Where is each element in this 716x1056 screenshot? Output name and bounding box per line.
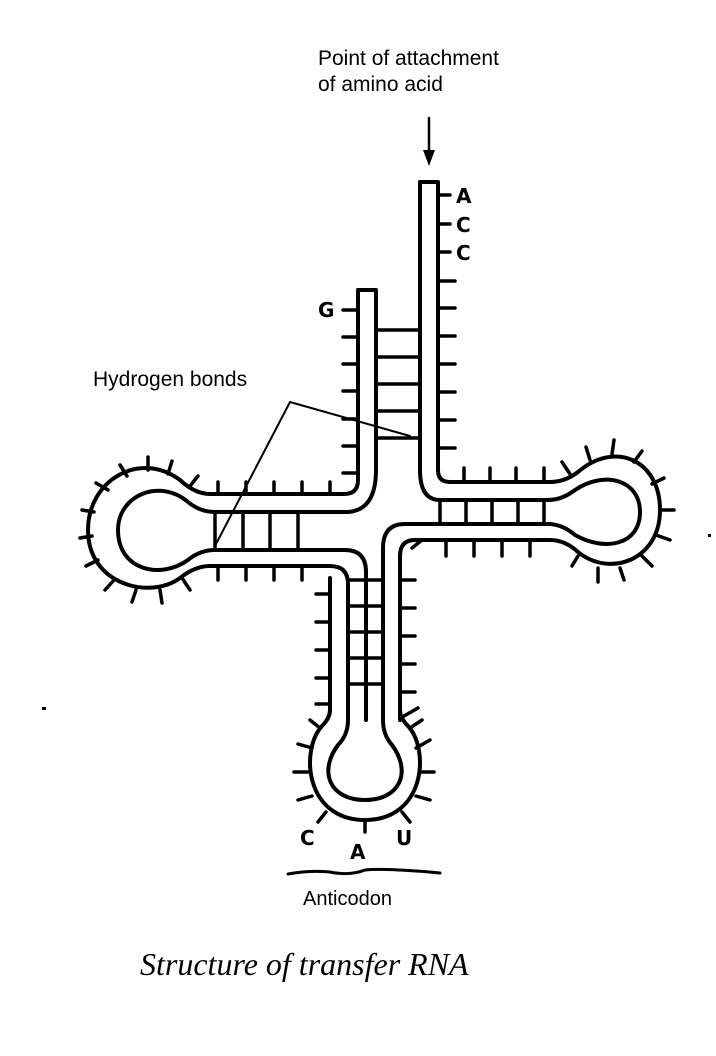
t-arm-ticks bbox=[398, 438, 676, 718]
attachment-arrow-head bbox=[423, 150, 435, 166]
base-g-5prime: G bbox=[318, 298, 335, 322]
attachment-label: Point of attachment of amino acid bbox=[318, 46, 499, 98]
acceptor-hbonds bbox=[374, 328, 422, 440]
anticodon-label: Anticodon bbox=[303, 888, 392, 910]
t-arm-loop-outer bbox=[398, 454, 662, 722]
stray-mark-right bbox=[708, 534, 711, 537]
anticodon-base-u: U bbox=[396, 826, 413, 850]
acceptor-ticks bbox=[341, 193, 457, 475]
attachment-label-line2: of amino acid bbox=[318, 73, 443, 96]
anticodon-base-c: C bbox=[300, 826, 315, 850]
anticodon-loop-ticks bbox=[292, 718, 436, 834]
base-c1-acceptor: C bbox=[456, 213, 471, 237]
d-arm-hbonds bbox=[213, 510, 300, 552]
anticodon-base-a: A bbox=[350, 840, 366, 864]
anticodon-loop-inner bbox=[326, 718, 404, 802]
stray-mark-left bbox=[42, 707, 46, 710]
base-c2-acceptor: C bbox=[456, 241, 471, 265]
figure-caption: Structure of transfer RNA bbox=[140, 946, 469, 982]
hydrogen-bonds-label: Hydrogen bonds bbox=[93, 368, 248, 391]
anticodon-hbonds bbox=[346, 578, 385, 686]
acceptor-stem-3prime bbox=[418, 180, 552, 484]
d-arm-loop-inner bbox=[116, 468, 378, 722]
t-arm-loop-inner bbox=[381, 468, 642, 722]
anticodon-underline bbox=[286, 867, 442, 876]
d-arm-ticks bbox=[78, 455, 332, 706]
acceptor-stem-5prime bbox=[356, 288, 378, 472]
d-arm-loop-outer bbox=[86, 466, 350, 722]
base-a-acceptor: A bbox=[456, 184, 472, 208]
hbond-pointer-lines bbox=[215, 401, 411, 545]
t-arm-hbonds bbox=[438, 498, 546, 526]
attachment-label-line1: Point of attachment bbox=[318, 47, 499, 70]
